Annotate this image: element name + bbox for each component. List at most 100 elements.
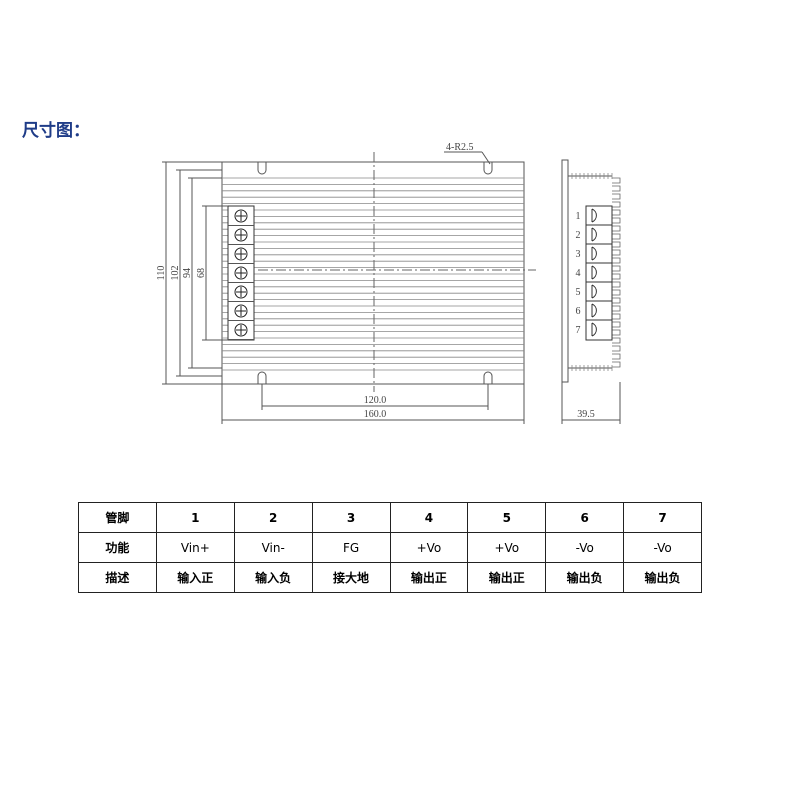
terminal-slot-icon bbox=[586, 319, 612, 337]
side-terminal-slots bbox=[586, 205, 612, 337]
function-cell: Vin- bbox=[233, 532, 313, 563]
pin-number-label: 6 bbox=[576, 306, 581, 317]
height-label-94: 94 bbox=[182, 268, 193, 278]
description-cell: 输出正 bbox=[389, 562, 469, 593]
terminal-screws bbox=[228, 209, 254, 340]
height-label-102: 102 bbox=[170, 266, 181, 281]
description-cell: 输入正 bbox=[155, 562, 235, 593]
description-cell: 输入负 bbox=[233, 562, 313, 593]
side-base-plate bbox=[561, 159, 569, 383]
pin-table: 管脚 1 2 3 4 5 6 7 功能 Vin+ Vin- FG +Vo +Vo… bbox=[78, 502, 702, 593]
description-cell: 输出负 bbox=[545, 562, 625, 593]
pin-number-label: 3 bbox=[576, 249, 581, 260]
function-cell: +Vo bbox=[389, 532, 469, 563]
side-view bbox=[561, 159, 621, 424]
hole-note-leader bbox=[481, 151, 491, 165]
description-cell: 输出正 bbox=[467, 562, 547, 593]
side-fin bbox=[612, 361, 621, 368]
side-fin bbox=[612, 305, 621, 312]
side-fin bbox=[612, 313, 621, 320]
pin-cell: 4 bbox=[389, 502, 469, 533]
side-fin bbox=[612, 353, 621, 360]
side-fin bbox=[612, 273, 621, 280]
side-fin bbox=[612, 289, 621, 296]
side-fin bbox=[612, 265, 621, 272]
module-outline bbox=[221, 161, 525, 385]
description-cell: 接大地 bbox=[311, 562, 391, 593]
function-cell: +Vo bbox=[467, 532, 547, 563]
side-fin bbox=[612, 201, 621, 208]
terminal-slot-icon bbox=[586, 224, 612, 242]
side-fin bbox=[612, 345, 621, 352]
side-fin bbox=[612, 217, 621, 224]
terminal-screw-icon bbox=[228, 323, 254, 340]
pin-number-label: 5 bbox=[576, 287, 581, 298]
description-header-label: 描述 bbox=[78, 562, 157, 593]
terminal-screw-icon bbox=[228, 285, 254, 302]
terminal-screw-icon bbox=[228, 266, 254, 283]
side-fin bbox=[612, 281, 621, 288]
height-label-68: 68 bbox=[196, 268, 207, 278]
page-title: 尺寸图： bbox=[22, 121, 90, 141]
mounting-slot bbox=[483, 371, 493, 384]
pin-number-labels: 1 2 3 4 5 6 7 bbox=[576, 211, 581, 336]
pin-cell: 7 bbox=[623, 502, 702, 533]
terminal-screw-icon bbox=[228, 209, 254, 226]
terminal-screw-icon bbox=[228, 304, 254, 321]
terminal-slot-icon bbox=[586, 262, 612, 280]
side-fin bbox=[612, 321, 621, 328]
width-label-120: 120.0 bbox=[364, 395, 387, 406]
pin-cell: 3 bbox=[311, 502, 391, 533]
height-label-110: 110 bbox=[156, 266, 167, 281]
pin-number-label: 2 bbox=[576, 230, 581, 241]
side-fin bbox=[612, 193, 621, 200]
function-cell: -Vo bbox=[545, 532, 625, 563]
heatsink-fins bbox=[222, 177, 524, 371]
width-label-160: 160.0 bbox=[364, 409, 387, 420]
pin-cell: 1 bbox=[155, 502, 235, 533]
side-fin bbox=[612, 185, 621, 192]
side-fin bbox=[612, 329, 621, 336]
terminal-slot-icon bbox=[586, 281, 612, 299]
mounting-slot bbox=[483, 162, 493, 175]
pin-number-label: 7 bbox=[576, 325, 581, 336]
mounting-slot bbox=[257, 162, 267, 175]
side-fin bbox=[612, 337, 621, 344]
table-row-functions: 功能 Vin+ Vin- FG +Vo +Vo -Vo -Vo bbox=[78, 532, 702, 563]
side-fin bbox=[612, 297, 621, 304]
pin-cell: 5 bbox=[467, 502, 547, 533]
function-cell: FG bbox=[311, 532, 391, 563]
side-fin bbox=[612, 225, 621, 232]
terminal-slot-icon bbox=[586, 243, 612, 261]
pin-number-label: 1 bbox=[576, 211, 581, 222]
function-header-label: 功能 bbox=[78, 532, 157, 563]
side-fins bbox=[571, 173, 621, 371]
side-fin bbox=[612, 241, 621, 248]
side-fin bbox=[612, 209, 621, 216]
table-row-descriptions: 描述 输入正 输入负 接大地 输出正 输出正 输出负 输出负 bbox=[78, 562, 702, 593]
height-dimensions bbox=[162, 161, 228, 385]
terminal-slot-icon bbox=[586, 205, 612, 223]
terminal-screw-icon bbox=[228, 228, 254, 245]
function-cell: Vin+ bbox=[155, 532, 235, 563]
side-fin bbox=[612, 177, 621, 184]
pin-cell: 2 bbox=[233, 502, 313, 533]
description-cell: 输出负 bbox=[623, 562, 702, 593]
side-fin bbox=[612, 233, 621, 240]
side-terminal-block bbox=[585, 205, 613, 341]
table-row-pins: 管脚 1 2 3 4 5 6 7 bbox=[78, 502, 702, 533]
side-fin bbox=[612, 249, 621, 256]
terminal-slot-icon bbox=[586, 300, 612, 318]
side-fin bbox=[612, 257, 621, 264]
terminal-screw-icon bbox=[228, 247, 254, 264]
pin-header-label: 管脚 bbox=[78, 502, 157, 533]
function-cell: -Vo bbox=[623, 532, 702, 563]
pin-number-label: 4 bbox=[576, 268, 581, 279]
width-dimensions bbox=[221, 384, 525, 424]
hole-note-label: 4-R2.5 bbox=[446, 142, 474, 153]
front-view bbox=[162, 151, 536, 424]
pin-cell: 6 bbox=[545, 502, 625, 533]
mounting-slot bbox=[257, 371, 267, 384]
depth-label: 39.5 bbox=[577, 409, 595, 420]
